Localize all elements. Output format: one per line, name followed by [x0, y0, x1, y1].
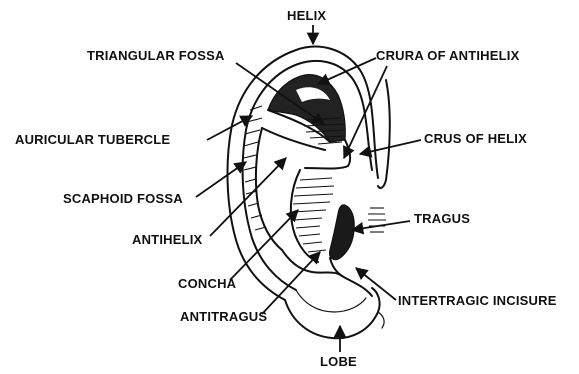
- crus-of-helix: [305, 140, 350, 169]
- antihelix-inner: [291, 170, 318, 262]
- arrow-tragus: [352, 221, 410, 230]
- label-helix: HELIX: [287, 8, 326, 23]
- label-triangular-fossa: TRIANGULAR FOSSA: [87, 48, 225, 63]
- tragus-shape: [330, 205, 355, 260]
- concha-hatching: [293, 178, 334, 252]
- label-crus-of-helix: CRUS OF HELIX: [424, 131, 527, 146]
- arrow-concha: [230, 210, 298, 280]
- label-concha: CONCHA: [178, 276, 237, 291]
- label-scaphoid-fossa: SCAPHOID FOSSA: [63, 191, 183, 206]
- leader-arrows: [196, 25, 421, 352]
- intertragic-curve: [330, 258, 372, 296]
- arrow-scaphoid-fossa: [196, 162, 246, 197]
- label-antihelix: ANTIHELIX: [132, 232, 203, 247]
- arrow-intertragic-incisure: [356, 268, 396, 300]
- tragus-hatching: [368, 208, 386, 232]
- label-lobe: LOBE: [320, 354, 357, 369]
- lobe-right-fold: [378, 312, 384, 328]
- helix-right-edge: [378, 80, 390, 188]
- label-intertragic-incisure: INTERTRAGIC INCISURE: [398, 293, 557, 308]
- label-auricular-tubercle: AURICULAR TUBERCLE: [15, 132, 170, 147]
- label-antitragus: ANTITRAGUS: [180, 309, 267, 324]
- label-crura-of-antihelix: CRURA OF ANTIHELIX: [376, 48, 520, 63]
- lobe-inner-line: [296, 290, 366, 312]
- label-tragus: TRAGUS: [414, 211, 470, 226]
